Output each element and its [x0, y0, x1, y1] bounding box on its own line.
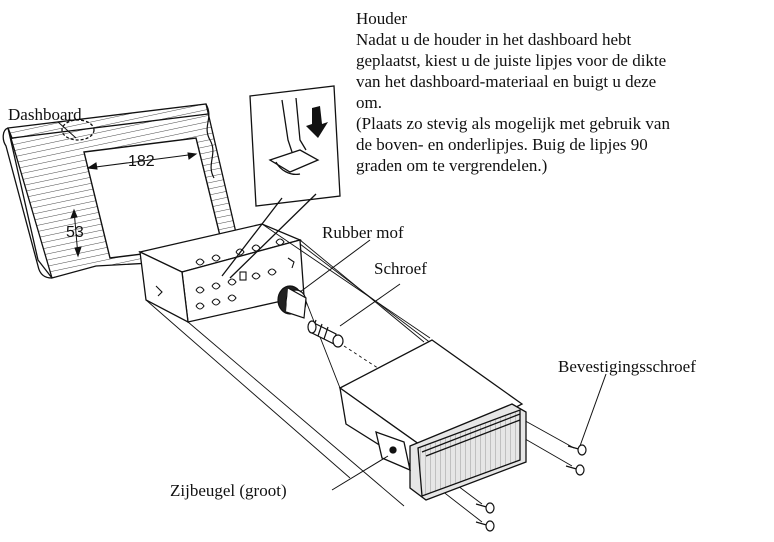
- dimension-width-label: 182: [128, 153, 155, 170]
- holder-note-title: Houder: [356, 9, 407, 28]
- holder-note-line: graden om te vergrendelen.): [356, 156, 548, 175]
- holder-note-line: geplaatst, kiest u de juiste lipjes voor…: [356, 51, 667, 70]
- fixing-screw-label: Bevestigingsschroef: [558, 357, 696, 376]
- fixing-screw: [475, 502, 495, 514]
- dashboard-panel: [2, 103, 241, 279]
- holder-note-line: (Plaats zo stevig als mogelijk met gebru…: [356, 114, 670, 133]
- dashboard-label: Dashboard: [8, 105, 82, 124]
- fixing-screw: [565, 464, 585, 476]
- head-unit: [338, 339, 527, 501]
- dimension-height-label: 53: [66, 224, 84, 241]
- rubber-sleeve-label: Rubber mof: [322, 223, 404, 242]
- tab-detail-inset: [221, 85, 341, 279]
- holder-note-line: om.: [356, 93, 382, 112]
- rubber-sleeve: [277, 285, 307, 319]
- fixing-screw: [567, 444, 587, 456]
- dimension-53: [70, 208, 82, 258]
- screw-label: Schroef: [374, 259, 427, 278]
- holder-note-line: Nadat u de houder in het dashboard hebt: [356, 30, 632, 49]
- holder-note-line: de boven- en onderlipjes. Buig de lipjes…: [356, 135, 648, 154]
- screw-part: [307, 319, 344, 348]
- dimension-182: [86, 152, 198, 170]
- fixing-screws: [475, 444, 587, 532]
- bend-arrow-icon: [306, 106, 328, 138]
- leader-lines: [57, 121, 607, 491]
- holder-note-line: van het dashboard-materiaal en buigt u d…: [356, 72, 657, 91]
- holder-note: Houder Nadat u de houder in het dashboar…: [356, 8, 670, 176]
- side-bracket-label: Zijbeugel (groot): [170, 481, 287, 500]
- fixing-screw: [475, 520, 495, 532]
